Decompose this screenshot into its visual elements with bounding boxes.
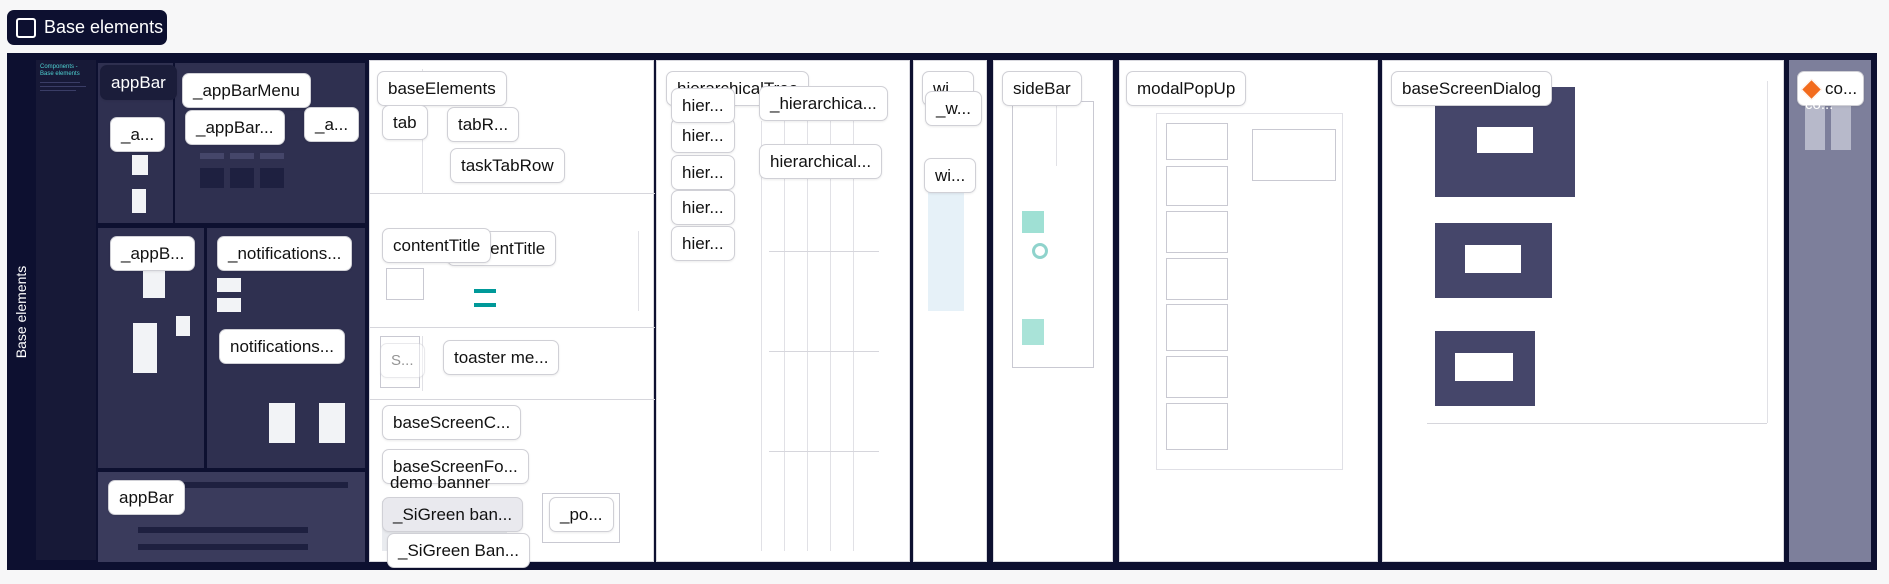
frame-label-sigreen-banner[interactable]: _SiGreen ban... (382, 497, 524, 532)
frame-label-a1[interactable]: _a... (110, 117, 166, 152)
frame-sidebar[interactable] (993, 60, 1113, 562)
frame-label-notifications-private[interactable]: _notifications... (217, 236, 353, 271)
frame-label-appb[interactable]: _appB... (110, 236, 196, 271)
frame-label-hier1[interactable]: hier... (671, 118, 735, 153)
frame-label-basescreendialog[interactable]: baseScreenDialog (1391, 71, 1552, 106)
frame-label-appbar[interactable]: appBar (100, 65, 177, 100)
section-title: Base elements (44, 17, 164, 37)
frame-label-sidebar[interactable]: sideBar (1002, 71, 1082, 106)
frame-icon (16, 17, 36, 38)
frame-label-a3[interactable]: _a... (304, 107, 360, 142)
frame-label-tasktabrow[interactable]: taskTabRow (450, 148, 565, 183)
frame-wi[interactable] (913, 60, 987, 562)
frame-label-co-sub: co... (1805, 96, 1834, 113)
frame-modalpopup[interactable] (1119, 60, 1378, 562)
section-title-chip[interactable]: Base elements (7, 10, 167, 45)
frame-basescreendialog[interactable] (1382, 60, 1784, 562)
frame-label-hierarchica-top[interactable]: _hierarchica... (759, 86, 888, 121)
frame-label-wi3[interactable]: wi... (924, 158, 977, 193)
frame-label-w[interactable]: _w... (925, 91, 982, 126)
components-note: Components - Base elements (36, 60, 96, 560)
frame-label-hierarchical2[interactable]: hierarchical... (759, 144, 883, 179)
frame-label-s[interactable]: S... (380, 343, 425, 378)
frame-label-appbar-dots[interactable]: _appBar... (185, 110, 285, 145)
frame-label-baseelements[interactable]: baseElements (377, 71, 507, 106)
frame-label-co[interactable]: co... (1797, 71, 1865, 106)
frame-label-tab[interactable]: tab (382, 105, 428, 140)
frame-label-notifications[interactable]: notifications... (219, 329, 345, 364)
frame-label-contenttitle[interactable]: contentTitle (382, 228, 492, 263)
frame-label-hier5[interactable]: hier... (671, 88, 735, 123)
frame-label-toaster[interactable]: toaster me... (443, 340, 560, 375)
frame-label-basescreenfo[interactable]: baseScreenFo... (382, 449, 529, 484)
frame-label-hier4[interactable]: hier... (671, 226, 735, 261)
frame-label-appbarmenu[interactable]: _appBarMenu (182, 73, 311, 108)
frame-label-hier3[interactable]: hier... (671, 190, 735, 225)
frame-label-demo-banner[interactable]: demo banner (390, 473, 491, 492)
frame-label-basescreenc[interactable]: baseScreenC... (382, 405, 522, 440)
frame-label-sigreen-banner2[interactable]: _SiGreen Ban... (387, 533, 530, 568)
section-vertical-title: Base elements (13, 265, 29, 358)
frame-label-po[interactable]: _po... (549, 497, 614, 532)
frame-label-modalpopup[interactable]: modalPopUp (1126, 71, 1247, 106)
frame-label-hier2[interactable]: hier... (671, 155, 735, 190)
frame-label-appbar-bottom[interactable]: appBar (108, 480, 185, 515)
frame-label-tabr[interactable]: tabR... (447, 107, 520, 142)
frame-co[interactable] (1789, 60, 1871, 562)
